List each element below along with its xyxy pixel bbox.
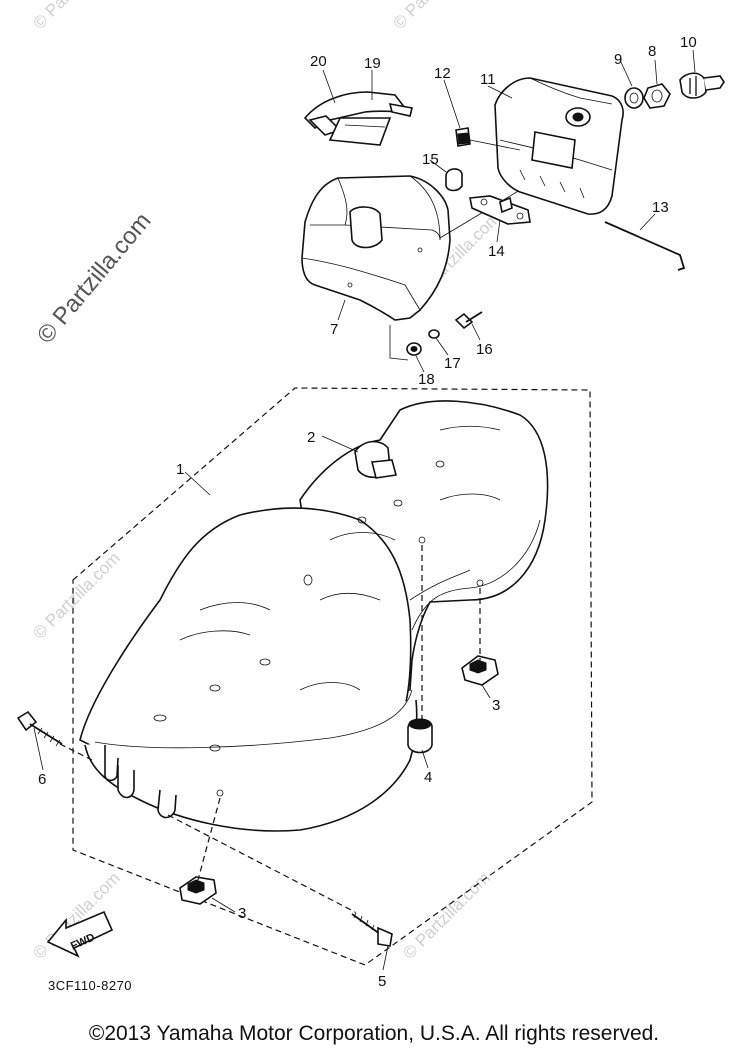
seat-assembly-outline	[72, 387, 593, 966]
helmet-strap-icon	[354, 440, 398, 479]
callout-5: 5	[378, 973, 386, 990]
watermark-main: © Partzilla.com	[32, 208, 157, 349]
washer-icon	[624, 87, 644, 109]
callout-16: 16	[476, 341, 493, 358]
grommet-icon	[407, 718, 433, 754]
clip-icon	[455, 127, 471, 147]
diagram-code: 3CF110-8270	[48, 978, 132, 993]
callout-3: 3	[492, 697, 500, 714]
callout-1: 1	[176, 461, 184, 478]
callout-3: 3	[238, 905, 246, 922]
watermark-faint: © Partzilla.com	[29, 548, 123, 642]
bolt-icon	[16, 710, 63, 747]
seat-band-icon	[303, 91, 413, 146]
callout-4: 4	[424, 769, 432, 786]
callout-18: 18	[418, 371, 435, 388]
callout-13: 13	[652, 199, 669, 216]
callout-15: 15	[422, 151, 439, 168]
mount-lines	[59, 545, 481, 913]
callout-12: 12	[434, 65, 451, 82]
bolt-icon	[351, 911, 393, 947]
nut-icon	[643, 83, 671, 109]
callout-7: 7	[330, 321, 338, 338]
key-lock-icon	[679, 72, 725, 99]
washer-icon	[428, 329, 440, 339]
damper-icon	[179, 876, 217, 905]
callout-9: 9	[614, 51, 622, 68]
callout-19: 19	[364, 55, 381, 72]
callout-leaders	[33, 49, 696, 971]
seat-lock-cover-icon	[494, 77, 624, 215]
watermark-faint: © Partzilla.com	[389, 0, 483, 33]
seat-icon	[79, 400, 549, 832]
callout-14: 14	[488, 243, 505, 260]
case-link-line	[389, 325, 409, 361]
cap-nut-icon	[445, 168, 463, 192]
tool-case-icon	[301, 175, 451, 321]
callout-10: 10	[680, 34, 697, 51]
watermark-faint: © Partzilla.com	[29, 0, 123, 33]
callout-2: 2	[307, 429, 315, 446]
callout-8: 8	[648, 43, 656, 60]
callout-6: 6	[38, 771, 46, 788]
leader-line	[469, 139, 521, 151]
grommet-icon	[406, 342, 422, 356]
parts-diagram: © Partzilla.com © Partzilla.com © Partzi…	[16, 0, 725, 993]
bolt-icon	[454, 311, 483, 330]
copyright-notice: ©2013 Yamaha Motor Corporation, U.S.A. A…	[88, 1022, 660, 1045]
plate-icon	[469, 195, 531, 225]
damper-icon	[461, 655, 499, 686]
rod-icon	[604, 221, 686, 271]
case-link-line	[439, 189, 521, 239]
callout-17: 17	[444, 355, 461, 372]
watermark-faint: © Partzilla.com	[399, 868, 493, 962]
callout-11: 11	[480, 71, 496, 88]
callout-20: 20	[310, 53, 327, 70]
